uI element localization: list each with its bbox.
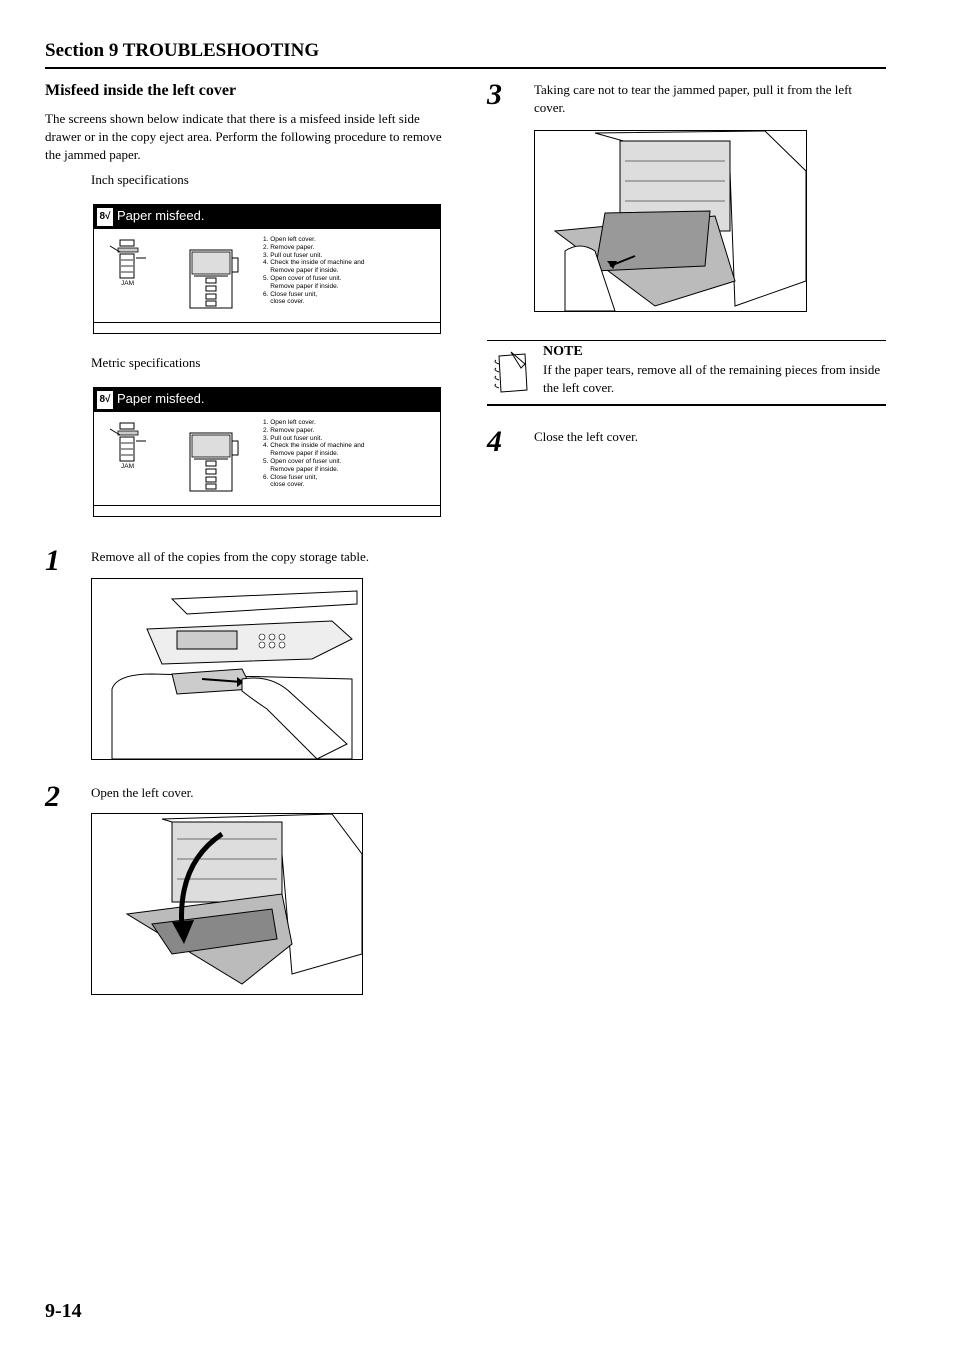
note-bottom-rule (487, 404, 886, 406)
inch-misfeed-panel: 8√ Paper misfeed. JAM 1. Open left cover… (93, 204, 441, 334)
panel-header: 8√ Paper misfeed. (94, 388, 440, 412)
panel-instructions: 1. Open left cover. 2. Remove paper. 3. … (263, 236, 365, 306)
copier-jam-icon (109, 239, 146, 279)
page-number: 9-14 (45, 1300, 82, 1322)
panel-header: 8√ Paper misfeed. (94, 205, 440, 229)
step-1-illustration (91, 578, 363, 760)
step-2-text: Open the left cover. (91, 785, 194, 800)
misfeed-icon: 8√ (97, 208, 113, 226)
panel-body: JAM 1. Open left cover. 2. Remove paper.… (94, 413, 440, 506)
copier-jam-icon (109, 422, 146, 462)
copier-diagram (189, 432, 239, 492)
step-4-text: Close the left cover. (534, 429, 638, 444)
step-number-1: 1 (45, 544, 60, 577)
jam-label: JAM (121, 280, 134, 287)
page-heading: Misfeed inside the left cover (45, 82, 237, 99)
note-pad-icon (494, 351, 528, 393)
note-top-rule (487, 340, 886, 341)
misfeed-icon: 8√ (97, 391, 113, 409)
copier-diagram (189, 249, 239, 309)
section-header: Section 9 TROUBLESHOOTING (45, 40, 320, 61)
metric-misfeed-panel: 8√ Paper misfeed. JAM 1. Open left cover… (93, 387, 441, 517)
step-number-2: 2 (45, 780, 60, 813)
note-text: If the paper tears, remove all of the re… (543, 362, 881, 395)
metric-spec-label: Metric specifications (91, 355, 201, 370)
panel-title: Paper misfeed. (117, 208, 205, 223)
header-rule (45, 67, 886, 69)
inch-spec-label: Inch specifications (91, 172, 189, 187)
panel-title: Paper misfeed. (117, 391, 205, 406)
panel-instructions: 1. Open left cover. 2. Remove paper. 3. … (263, 419, 365, 489)
step-1-text: Remove all of the copies from the copy s… (91, 549, 369, 564)
step-2-illustration (91, 813, 363, 995)
jam-label: JAM (121, 463, 134, 470)
step-3-text: Taking care not to tear the jammed paper… (534, 82, 853, 115)
panel-body: JAM 1. Open left cover. 2. Remove paper.… (94, 230, 440, 323)
step-number-4: 4 (487, 425, 502, 458)
intro-paragraph: The screens shown below indicate that th… (45, 111, 442, 162)
note-title: NOTE (543, 344, 583, 359)
step-3-illustration (534, 130, 807, 312)
step-number-3: 3 (487, 78, 502, 111)
